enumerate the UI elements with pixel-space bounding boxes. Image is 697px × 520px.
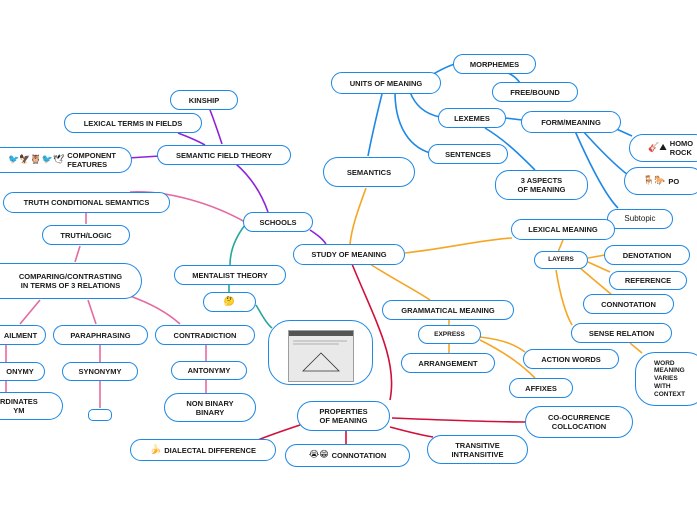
crying-grinning-icon: 😭😁 [308, 450, 329, 461]
link-study-schools [309, 229, 327, 245]
link-properties-transitive [389, 426, 434, 438]
guitar-mountain-icon: 🎸⛰ [648, 142, 667, 153]
node-po[interactable]: 🪑🐎 PO [624, 167, 697, 195]
link-layers-denotation [587, 254, 606, 259]
node-layers[interactable]: LAYERS [534, 251, 588, 269]
node-sentences[interactable]: SENTENCES [428, 144, 508, 164]
link-semantic-field-lexical [177, 132, 206, 146]
node-mentalist-emoji[interactable]: 🤔 [203, 292, 256, 312]
node-dialectal-label: DIALECTAL DIFFERENCE [164, 445, 257, 455]
node-mentalist-theory[interactable]: MENTALIST THEORY [174, 265, 286, 285]
node-paraphrasing[interactable]: PARAPHRASING [53, 325, 148, 345]
link-logic-comparing [74, 245, 81, 263]
link-lexical-layers [557, 239, 564, 253]
node-properties-of-meaning[interactable]: PROPERTIES OF MEANING [297, 401, 390, 431]
node-grammatical-meaning[interactable]: GRAMMATICAL MEANING [382, 300, 514, 320]
node-component-features-label: COMPONENT FEATURES [67, 151, 116, 169]
node-antonymy[interactable]: ANTONYMY [171, 361, 247, 380]
node-study-of-meaning[interactable]: STUDY OF MEANING [293, 244, 405, 265]
link-layers-sense [555, 269, 573, 326]
node-truth-logic[interactable]: TRUTH/LOGIC [42, 225, 130, 245]
link-lexemes-aspects [484, 127, 536, 171]
link-properties-dialectal [257, 424, 301, 441]
birds-icon: 🐦🦅🦉🐦🕊 [8, 154, 65, 165]
node-truth-conditional[interactable]: TRUTH CONDITIONAL SEMANTICS [3, 192, 170, 213]
node-non-binary[interactable]: NON BINARY BINARY [164, 393, 256, 422]
link-form-subtopic [574, 130, 619, 209]
node-component-features[interactable]: 🐦🦅🦉🐦🕊 COMPONENT FEATURES [0, 147, 132, 173]
node-affixes[interactable]: AFFIXES [509, 378, 573, 398]
node-sense-relation[interactable]: SENSE RELATION [571, 323, 672, 343]
thinking-face-icon: 🤔 [223, 296, 236, 307]
link-semantics-units [367, 93, 383, 157]
link-lexemes-form [504, 117, 523, 121]
link-semantic-field-component [127, 155, 161, 159]
link-form-po [581, 129, 629, 176]
node-units-of-meaning[interactable]: UNITS OF MEANING [331, 72, 441, 94]
link-sense-word [629, 342, 643, 354]
node-kinship[interactable]: KINSHIP [170, 90, 238, 110]
link-emoji-thumbnail [255, 304, 273, 329]
node-three-aspects[interactable]: 3 ASPECTS OF MEANING [495, 170, 588, 200]
node-semantics[interactable]: SEMANTICS [323, 157, 415, 187]
node-action-words[interactable]: ACTION WORDS [523, 349, 619, 369]
node-subordinates[interactable]: RDINATES YM [0, 392, 63, 420]
link-study-properties [351, 263, 393, 401]
link-study-semantics [349, 187, 367, 245]
link-semantic-field-kinship [209, 109, 223, 145]
node-form-meaning[interactable]: FORM/MEANING [521, 111, 621, 133]
node-lexemes[interactable]: LEXEMES [438, 108, 506, 128]
link-layers-reference [587, 261, 611, 273]
node-schools[interactable]: SCHOOLS [243, 212, 313, 232]
node-connotation-bottom[interactable]: 😭😁 CONNOTATION [285, 444, 410, 467]
link-study-grammatical [369, 263, 431, 301]
node-hyponymy[interactable]: ONYMY [0, 362, 45, 381]
node-transitive[interactable]: TRANSITIVE INTRANSITIVE [427, 435, 528, 464]
link-properties-cooccurrence [391, 417, 529, 423]
link-schools-semantic-field [235, 163, 269, 213]
node-dialectal-difference[interactable]: 🍌 DIALECTAL DIFFERENCE [130, 439, 276, 461]
node-semantic-field-theory[interactable]: SEMANTIC FIELD THEORY [157, 145, 291, 165]
link-units-lexemes [409, 91, 441, 118]
link-comparing-paraphrasing [87, 299, 97, 325]
node-homo-rock[interactable]: 🎸⛰ HOMO ROCK [629, 134, 697, 162]
node-comparing-contrasting[interactable]: COMPARING/CONTRASTING IN TERMS OF 3 RELA… [0, 263, 142, 299]
banana-icon: 🍌 [149, 444, 162, 455]
link-comparing-entailment [19, 299, 41, 325]
node-morphemes[interactable]: MORPHEMES [453, 54, 536, 74]
link-comparing-contradiction [129, 295, 181, 325]
triangle-diagram-icon [289, 331, 353, 372]
node-synonymy[interactable]: SYNONYMY [62, 362, 138, 381]
chair-horse-icon: 🪑🐎 [643, 175, 666, 186]
node-connotation-right[interactable]: CONNOTATION [583, 294, 674, 314]
node-word-meaning[interactable]: WORD MEANING VARIES WITH CONTEXT [635, 352, 697, 406]
link-units-sentences [394, 91, 431, 154]
node-subtopic[interactable]: Subtopic [607, 209, 673, 229]
node-entailment[interactable]: AILMENT [0, 325, 46, 345]
node-denotation[interactable]: DENOTATION [604, 245, 690, 265]
triangle-diagram-image [288, 330, 354, 382]
link-study-lexical [404, 237, 513, 254]
link-layers-connotation [579, 267, 613, 296]
node-lexical-terms[interactable]: LEXICAL TERMS IN FIELDS [64, 113, 202, 133]
node-express[interactable]: EXPRESS [418, 325, 481, 344]
node-contradiction[interactable]: CONTRADICTION [155, 325, 255, 345]
node-homo-rock-label: HOMO ROCK [669, 139, 694, 157]
link-express-action [479, 336, 526, 353]
node-co-occurrence[interactable]: CO-OCURRENCE COLLOCATION [525, 406, 633, 438]
node-empty[interactable] [88, 409, 112, 421]
node-reference[interactable]: REFERENCE [609, 271, 687, 290]
node-po-label: PO [668, 176, 680, 186]
node-arrangement[interactable]: ARRANGEMENT [401, 353, 495, 373]
node-free-bound[interactable]: FREE/BOUND [492, 82, 578, 102]
link-schools-mentalist [229, 224, 246, 266]
link-express-affixes [479, 339, 536, 379]
node-lexical-meaning[interactable]: LEXICAL MEANING [511, 219, 615, 240]
node-connotation-bottom-label: CONNOTATION [331, 451, 387, 460]
node-image-thumbnail[interactable] [268, 320, 373, 385]
